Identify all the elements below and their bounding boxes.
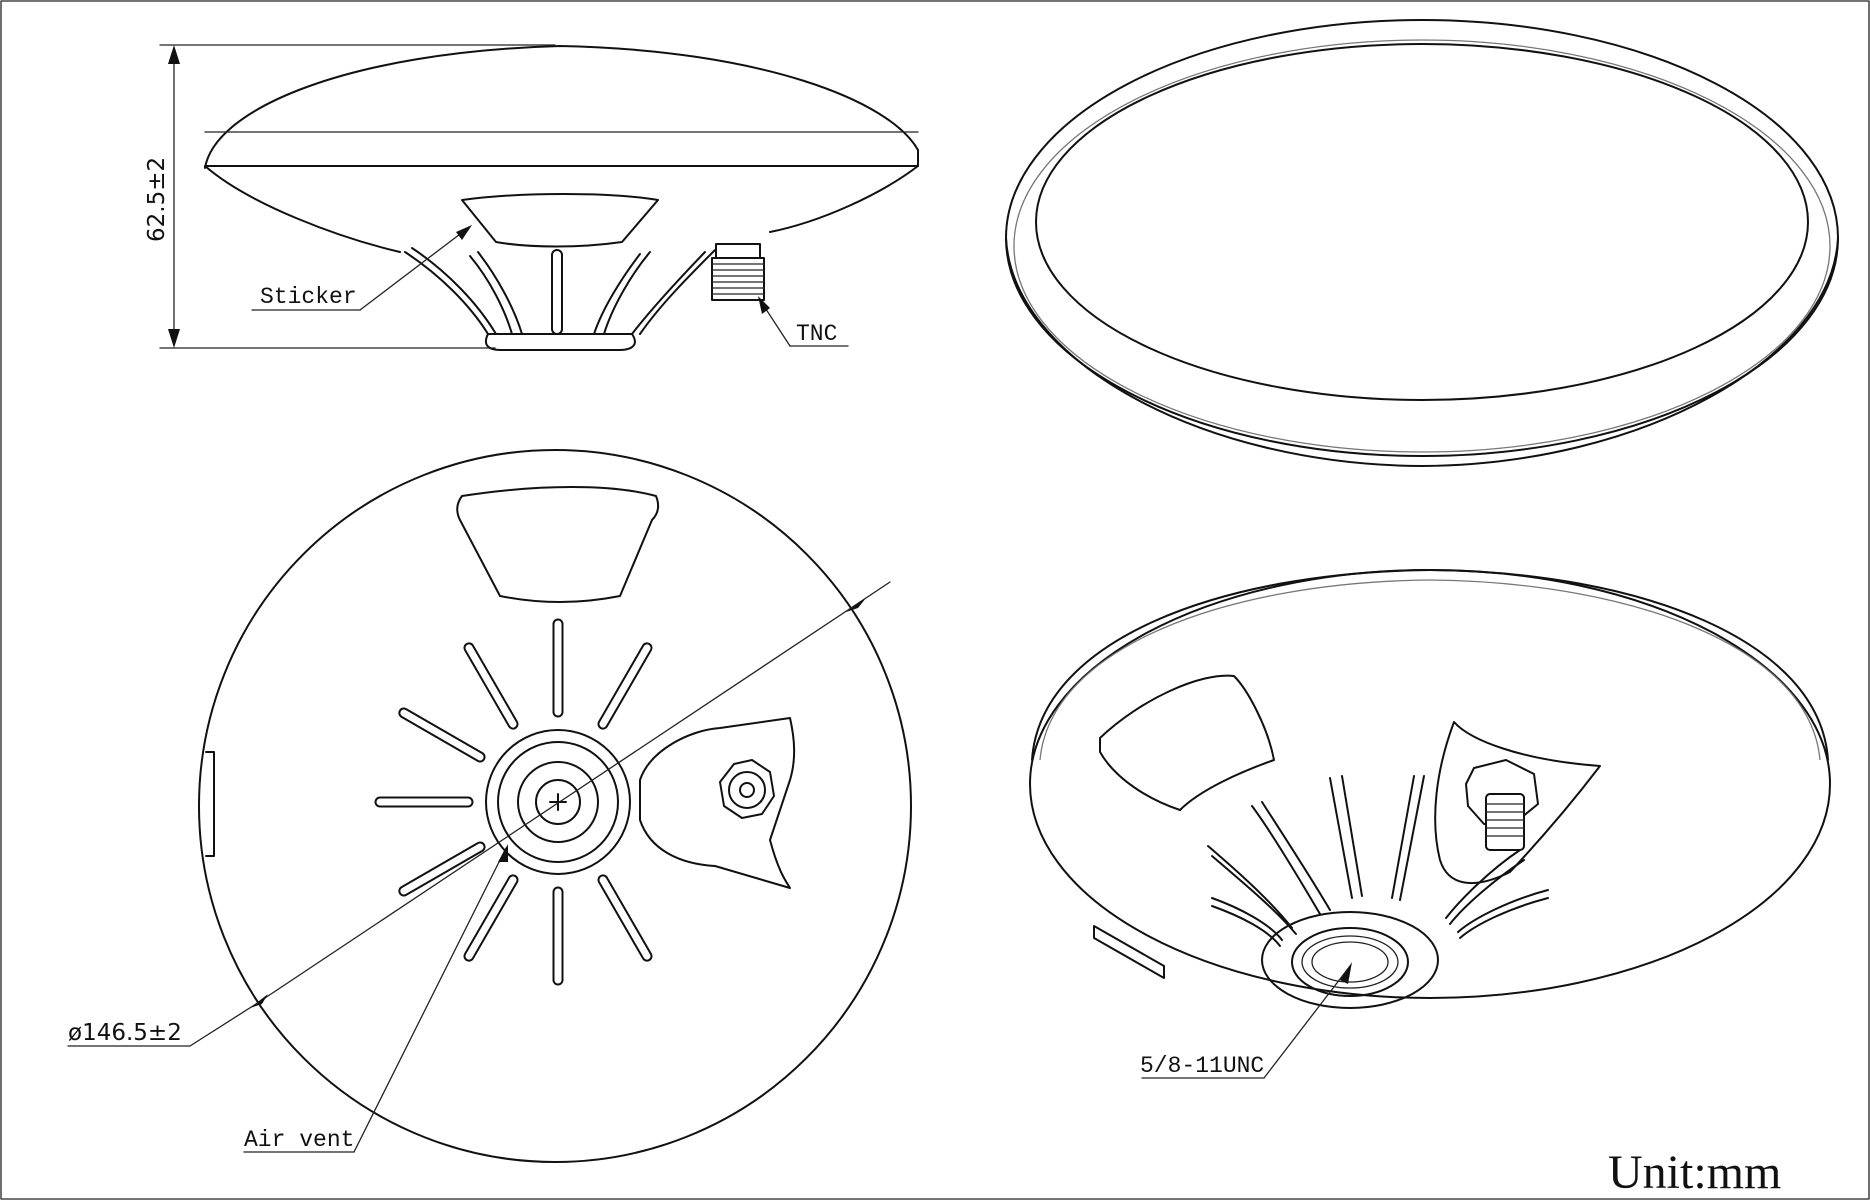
vent-slot	[1251, 801, 1331, 915]
base-foot	[484, 333, 636, 351]
thread-leader	[1263, 965, 1351, 1079]
hub-outer	[485, 729, 631, 875]
sticker-leader	[359, 227, 469, 311]
vent-slot	[400, 709, 484, 761]
hub-ring	[497, 741, 619, 863]
top-rim-edge	[1005, 237, 1839, 467]
connector-pin	[739, 782, 755, 798]
hub-thread-outer	[1291, 927, 1409, 997]
vent-slot	[469, 251, 523, 335]
bottom-view: ø146.5±2 Air vent	[67, 449, 912, 1163]
screw-head	[535, 779, 581, 825]
unit-label: Unit:mm	[1608, 1146, 1781, 1199]
vent-slot	[1457, 889, 1549, 939]
lower-body-right	[769, 165, 919, 233]
sticker-panel	[461, 193, 659, 248]
dome-cap	[204, 45, 919, 169]
isometric-top-view	[1005, 19, 1839, 467]
connector-body	[1485, 793, 1525, 851]
vent-slot	[465, 876, 517, 960]
vent-slot-group	[374, 618, 653, 986]
screw-cross	[549, 793, 567, 811]
vent-slot	[593, 251, 651, 335]
leader-arrow	[1340, 962, 1352, 984]
edge-tab	[205, 751, 215, 857]
air-vent-leader	[353, 847, 507, 1153]
sticker-panel	[456, 486, 660, 603]
hub-thread-inner	[1301, 935, 1399, 989]
top-rim-inner	[1013, 39, 1831, 453]
tnc-label: TNC	[796, 321, 837, 347]
isometric-bottom-view: 5/8-11UNC	[1029, 569, 1831, 1079]
connector-thread	[1485, 803, 1525, 837]
hub-thread-core	[1311, 941, 1389, 983]
leader-arrow	[758, 296, 770, 314]
bottom-rim-edge	[1031, 569, 1829, 761]
vent-slot	[1391, 775, 1425, 901]
thread-label: 5/8-11UNC	[1140, 1053, 1264, 1079]
vent-slot	[465, 644, 517, 728]
height-dimension-label: 62.5±2	[144, 157, 170, 242]
diameter-label: ø146.5±2	[68, 1020, 182, 1046]
connector-hex-nut	[719, 759, 775, 819]
dim-arrow	[168, 329, 180, 348]
vent-slot	[400, 843, 484, 895]
sticker-label: Sticker	[260, 284, 357, 310]
side-view: 62.5±2 Sticker TNC	[144, 44, 919, 351]
bottom-rim-inner	[1039, 579, 1821, 761]
vent-slot	[631, 249, 716, 335]
lower-body-left	[204, 165, 401, 253]
edge-tab	[1093, 925, 1165, 979]
tnc-connector-body	[711, 257, 765, 301]
hub-outer	[1261, 911, 1439, 1009]
vent-slot	[599, 644, 651, 728]
vent-slot	[1329, 775, 1363, 899]
tnc-thread	[711, 263, 765, 295]
diameter-leader	[255, 581, 891, 1005]
air-vent-label: Air vent	[244, 1127, 354, 1153]
connector-body	[728, 771, 766, 809]
top-face	[1035, 43, 1809, 401]
diameter-leader-tail	[189, 1003, 257, 1047]
leader-arrow	[456, 225, 472, 240]
tnc-nut	[715, 243, 761, 259]
hub-inner	[517, 761, 599, 843]
connector-mount	[639, 717, 796, 889]
vent-slot	[404, 247, 497, 335]
vent-slot	[1445, 849, 1525, 925]
vent-slot	[551, 249, 563, 335]
vent-slot	[1211, 897, 1283, 947]
vent-slot	[1207, 845, 1297, 935]
vent-slot	[599, 876, 651, 960]
sticker-panel	[1099, 674, 1275, 811]
leader-arrow	[498, 844, 508, 862]
dim-arrow	[846, 598, 866, 612]
bottom-outer-circle	[198, 449, 912, 1163]
dim-arrow	[168, 45, 180, 64]
dim-arrow	[250, 994, 268, 1008]
